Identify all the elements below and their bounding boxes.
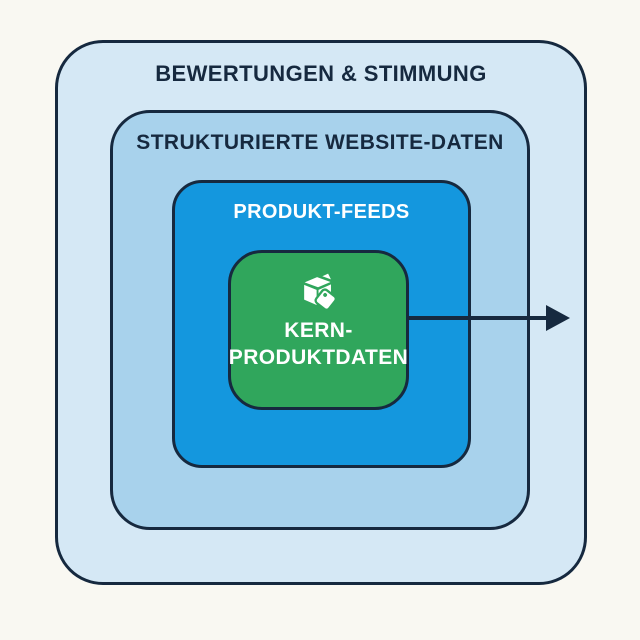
package-tag-icon xyxy=(303,273,337,311)
label-structured-website-data: STRUKTURIERTE WEBSITE-DATEN xyxy=(136,131,504,154)
arrow-shaft xyxy=(409,316,548,320)
core-label-line1: KERN- xyxy=(284,319,353,342)
layer-core-product-data: KERN- PRODUKTDATEN xyxy=(228,250,409,410)
label-product-feeds: PRODUKT-FEEDS xyxy=(233,201,410,223)
arrow-right-icon xyxy=(546,305,570,331)
label-reviews-sentiment: BEWERTUNGEN & STIMMUNG xyxy=(155,61,487,86)
core-label-line2: PRODUKTDATEN xyxy=(228,346,409,369)
